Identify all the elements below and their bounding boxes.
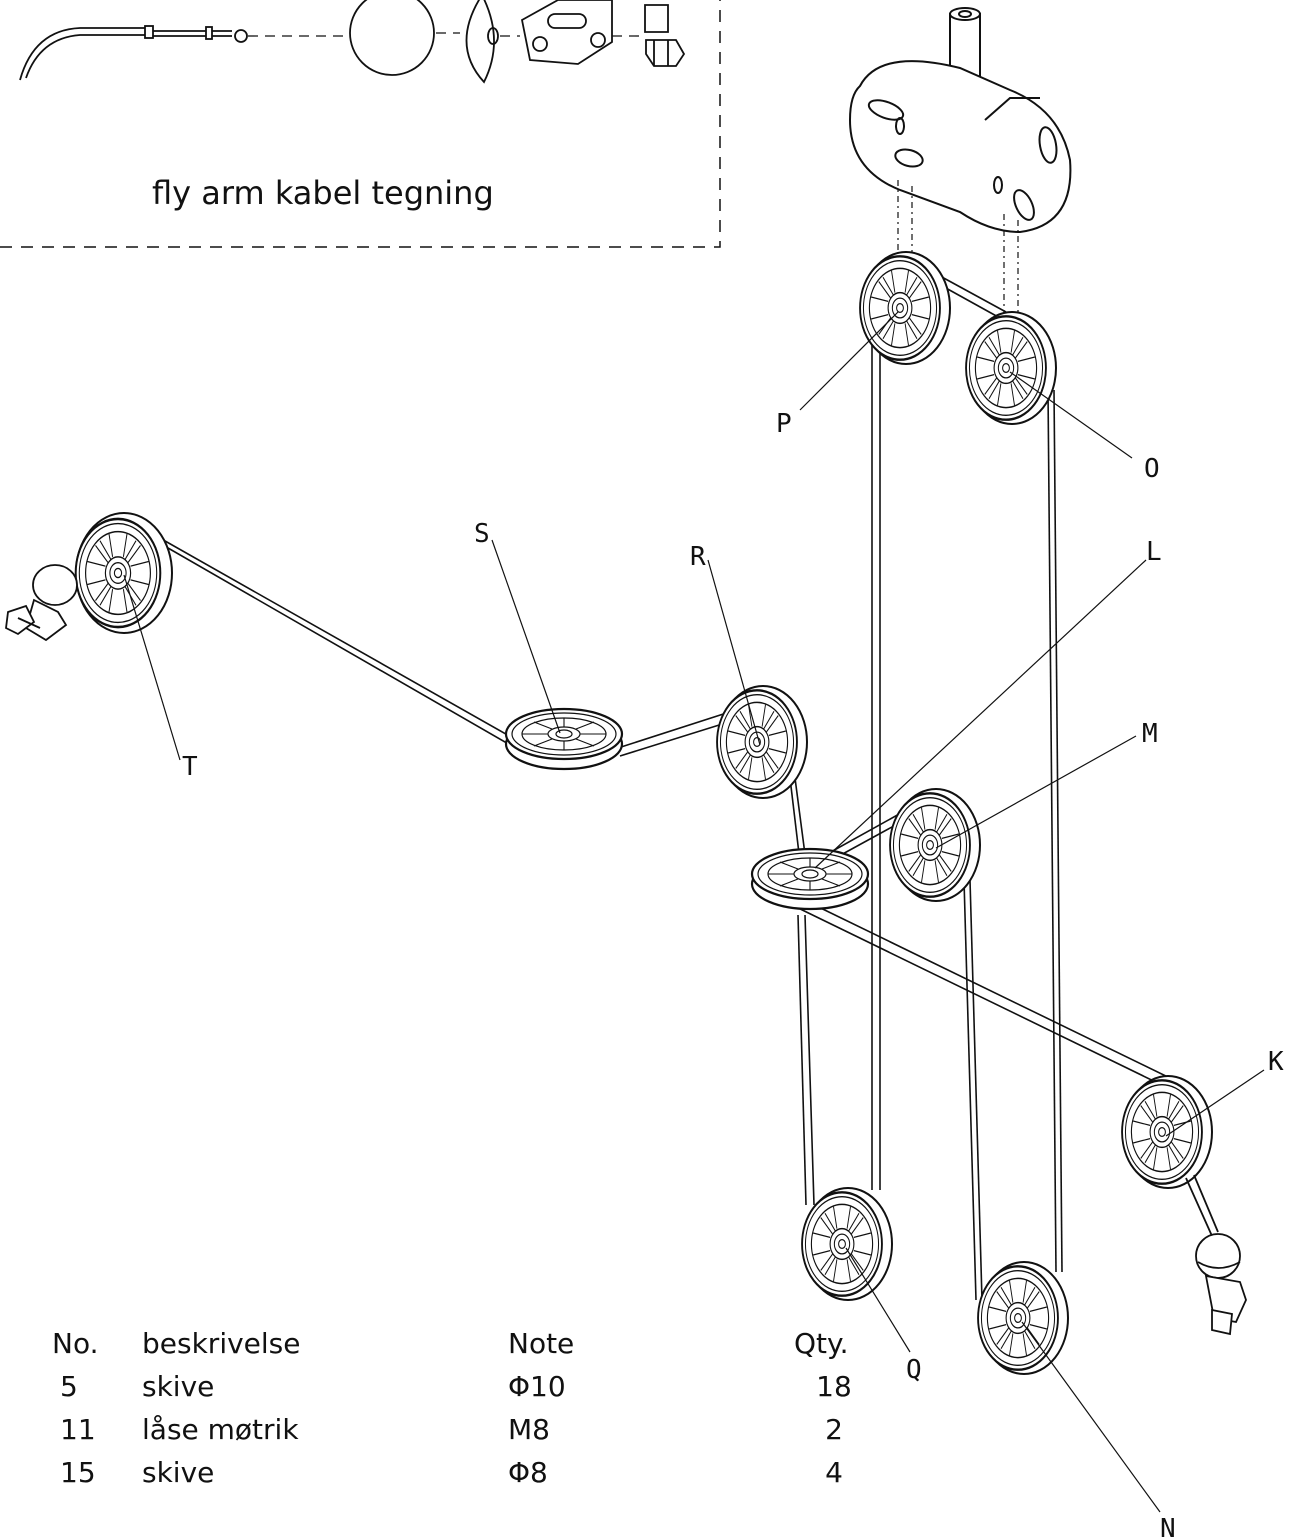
callout-M: M: [1142, 719, 1158, 749]
row-note: Φ10: [508, 1370, 566, 1403]
top-bracket: [848, 7, 1072, 318]
table-row: 11 låse møtrik M8 2: [52, 1408, 874, 1451]
callout-N: N: [1160, 1514, 1176, 1539]
pulley-N: [976, 1261, 1069, 1375]
row-qty: 2: [825, 1413, 843, 1446]
pulley-S: [504, 707, 624, 771]
pulley-Q: [800, 1187, 893, 1301]
leader-lines: [123, 311, 1265, 1513]
callout-T: T: [182, 752, 198, 782]
row-description: låse møtrik: [142, 1413, 299, 1446]
pulley-K: [1120, 1075, 1213, 1189]
header-description: beskrivelse: [142, 1327, 301, 1360]
pulley-P: [858, 251, 951, 365]
cable-runs: [127, 275, 1175, 1301]
row-no: 11: [60, 1413, 96, 1446]
row-no: 15: [60, 1456, 96, 1489]
parts-table: No. beskrivelse Note Qty. 5 skive Φ10 18…: [52, 1322, 874, 1494]
cable-end-right: [1185, 1174, 1247, 1336]
row-description: skive: [142, 1456, 215, 1489]
pulley-T: [74, 512, 173, 634]
pulley-L: [750, 847, 870, 911]
header-qty: Qty.: [794, 1327, 849, 1360]
callout-K: K: [1268, 1047, 1284, 1077]
pulley-R: [715, 685, 808, 799]
callout-L: L: [1146, 537, 1162, 567]
row-note: M8: [508, 1413, 550, 1446]
cable-end-left: [5, 564, 78, 642]
inset-caption: fly arm kabel tegning: [152, 174, 494, 212]
parts-table-header: No. beskrivelse Note Qty.: [52, 1322, 874, 1365]
callout-Q: Q: [906, 1355, 922, 1385]
inset-cable-end-exploded: [19, 0, 686, 84]
callout-R: R: [690, 542, 706, 572]
row-description: skive: [142, 1370, 215, 1403]
row-no: 5: [60, 1370, 78, 1403]
callout-P: P: [776, 409, 792, 439]
pulley-O: [964, 311, 1057, 425]
row-qty: 18: [816, 1370, 852, 1403]
row-note: Φ8: [508, 1456, 548, 1489]
header-no: No.: [52, 1327, 99, 1360]
row-qty: 4: [825, 1456, 843, 1489]
pulley-M: [888, 788, 981, 902]
callout-O: O: [1144, 454, 1160, 484]
header-note: Note: [508, 1327, 575, 1360]
table-row: 5 skive Φ10 18: [52, 1365, 874, 1408]
callout-S: S: [474, 519, 490, 549]
table-row: 15 skive Φ8 4: [52, 1451, 874, 1494]
inset-frame: [0, 0, 721, 248]
